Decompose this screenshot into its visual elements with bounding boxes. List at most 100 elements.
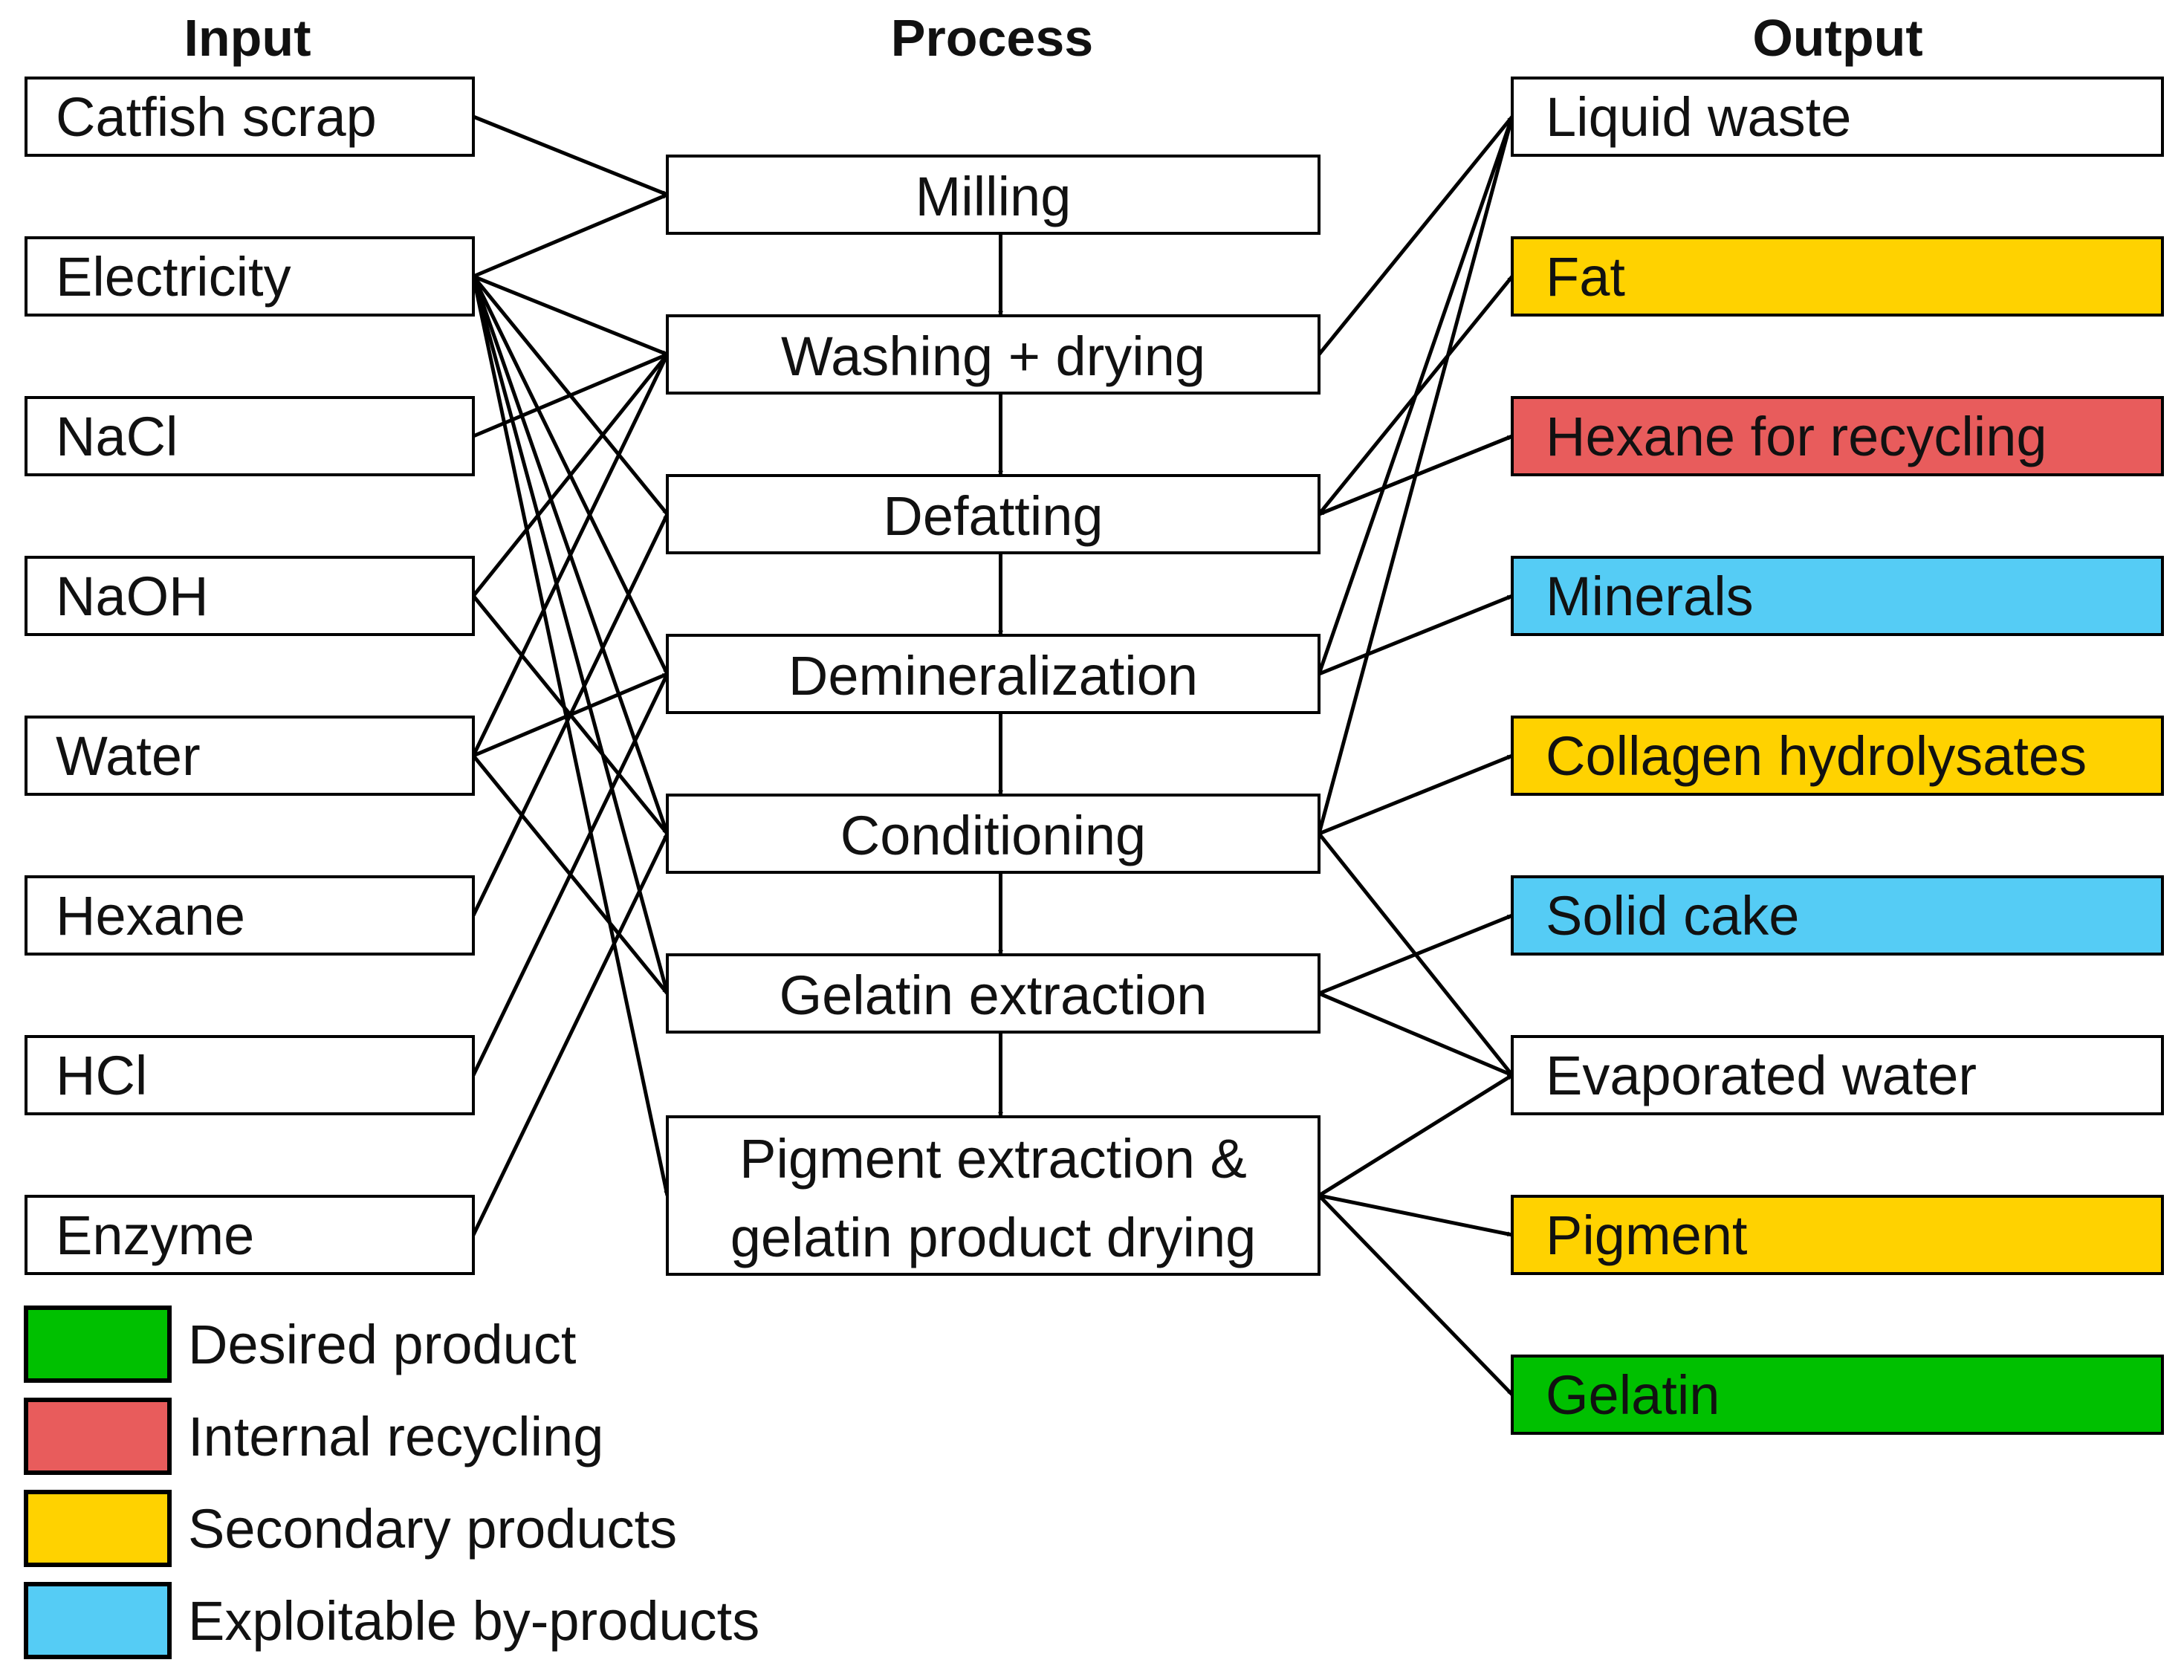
input-node-hexane: Hexane (25, 875, 475, 956)
arrow-hcl-to-demineralization (471, 672, 670, 1077)
input-node-catfish-scrap: Catfish scrap (25, 77, 475, 157)
input-node-hcl: HCl (25, 1035, 475, 1115)
arrow-electricity-to-washing-drying (473, 274, 668, 357)
process-node-defatting: Defatting (666, 474, 1321, 554)
arrow-hexane-to-defatting (471, 513, 670, 917)
output-box (1511, 556, 2164, 636)
process-header: Process (891, 9, 1093, 67)
arrow-pigment-extraction-to-pigment (1318, 1193, 1513, 1237)
output-label: Liquid waste (1546, 86, 1851, 148)
arrow-nacl-to-washing-drying (473, 352, 668, 438)
legend-item-desired-product: Desired product (24, 1306, 577, 1383)
legend-item-exploitable-by-products: Exploitable by-products (24, 1582, 759, 1659)
legend-swatch (24, 1582, 172, 1659)
arrow-demineralization-to-liquid-waste (1317, 116, 1514, 675)
output-node-gelatin: Gelatin (1511, 1355, 2164, 1435)
input-box (25, 236, 475, 317)
input-label: Water (56, 725, 201, 787)
input-label: Electricity (56, 246, 291, 308)
process-label: Conditioning (840, 805, 1146, 866)
output-box (1511, 716, 2164, 796)
input-box (25, 716, 475, 796)
legend-label: Desired product (188, 1314, 577, 1375)
input-node-water: Water (25, 716, 475, 796)
arrow-hexane-for-recycling-to-defatting (1318, 434, 1513, 516)
input-column: Catfish scrapElectricityNaClNaOHWaterHex… (25, 77, 475, 1275)
process-label: Milling (916, 166, 1072, 227)
legend-swatch (24, 1490, 172, 1567)
arrow-washing-drying-to-liquid-waste (1318, 115, 1514, 356)
legend-item-secondary-products: Secondary products (24, 1490, 677, 1567)
output-box (1511, 396, 2164, 476)
process-node-pigment-extraction: Pigment extraction & gelatin product dryi… (666, 1115, 1321, 1276)
output-label: Pigment (1546, 1204, 1748, 1266)
output-node-pigment: Pigment (1511, 1195, 2164, 1275)
output-box (1511, 236, 2164, 317)
input-box (25, 1035, 475, 1115)
process-node-gelatin-extraction: Gelatin extraction (666, 953, 1321, 1034)
output-box (1511, 77, 2164, 157)
input-label: NaCl (56, 406, 178, 467)
arrow-naoh-to-washing-drying (472, 353, 669, 597)
output-label: Hexane for recycling (1546, 406, 2047, 467)
output-node-collagen-hydrolysates: Collagen hydrolysates (1511, 716, 2164, 796)
process-label: Gelatin extraction (780, 964, 1208, 1026)
arrow-catfish-scrap-to-milling (473, 114, 668, 197)
input-node-enzyme: Enzyme (25, 1195, 475, 1275)
legend-label: Secondary products (188, 1498, 677, 1560)
legend-label: Internal recycling (188, 1406, 603, 1467)
output-header: Output (1752, 9, 1922, 67)
legend-label: Exploitable by-products (188, 1590, 759, 1652)
process-box (666, 794, 1321, 874)
process-box (666, 474, 1321, 554)
arrow-enzyme-to-conditioning (471, 832, 670, 1236)
output-node-fat: Fat (1511, 236, 2164, 317)
process-label-line: Pigment extraction & (739, 1128, 1247, 1190)
arrow-electricity-to-pigment-extraction (471, 276, 670, 1196)
process-label-line: gelatin product drying (730, 1207, 1257, 1268)
input-header: Input (184, 9, 311, 67)
output-box (1511, 875, 2164, 956)
connection-arrows (471, 114, 1514, 1396)
process-label: Washing + drying (781, 325, 1205, 387)
input-box (25, 556, 475, 636)
output-node-evaporated-water: Evaporated water (1511, 1035, 2164, 1115)
input-box (25, 875, 475, 956)
legend-swatch (24, 1306, 172, 1383)
output-label: Collagen hydrolysates (1546, 725, 2087, 787)
process-box (666, 314, 1321, 395)
arrow-pigment-extraction-to-evaporated-water (1318, 1073, 1514, 1198)
arrow-conditioning-to-collagen-hydrolysates (1318, 753, 1513, 836)
input-box (25, 396, 475, 476)
output-box (1511, 1035, 2164, 1115)
process-node-demineralization: Demineralization (666, 634, 1321, 714)
input-label: Catfish scrap (56, 86, 377, 148)
process-box (666, 155, 1321, 235)
process-label: Defatting (883, 485, 1103, 547)
process-box (666, 953, 1321, 1034)
output-label: Evaporated water (1546, 1045, 1977, 1106)
output-label: Solid cake (1546, 885, 1799, 947)
input-label: Hexane (56, 885, 245, 947)
process-node-washing-drying: Washing + drying (666, 314, 1321, 395)
process-label: Demineralization (788, 645, 1198, 707)
process-node-conditioning: Conditioning (666, 794, 1321, 874)
input-box (25, 1195, 475, 1275)
output-node-minerals: Minerals (1511, 556, 2164, 636)
input-label: Enzyme (56, 1204, 254, 1266)
output-box (1511, 1355, 2164, 1435)
input-label: HCl (56, 1045, 147, 1106)
input-node-nacl: NaCl (25, 396, 475, 476)
process-box (666, 1115, 1321, 1276)
output-box (1511, 1195, 2164, 1275)
output-label: Fat (1546, 246, 1625, 308)
arrow-water-to-washing-drying (471, 353, 670, 757)
legend-item-internal-recycling: Internal recycling (24, 1398, 603, 1475)
output-node-solid-cake: Solid cake (1511, 875, 2164, 956)
legend-swatch (24, 1398, 172, 1475)
arrow-demineralization-to-minerals (1318, 594, 1513, 676)
output-label: Gelatin (1546, 1364, 1720, 1426)
